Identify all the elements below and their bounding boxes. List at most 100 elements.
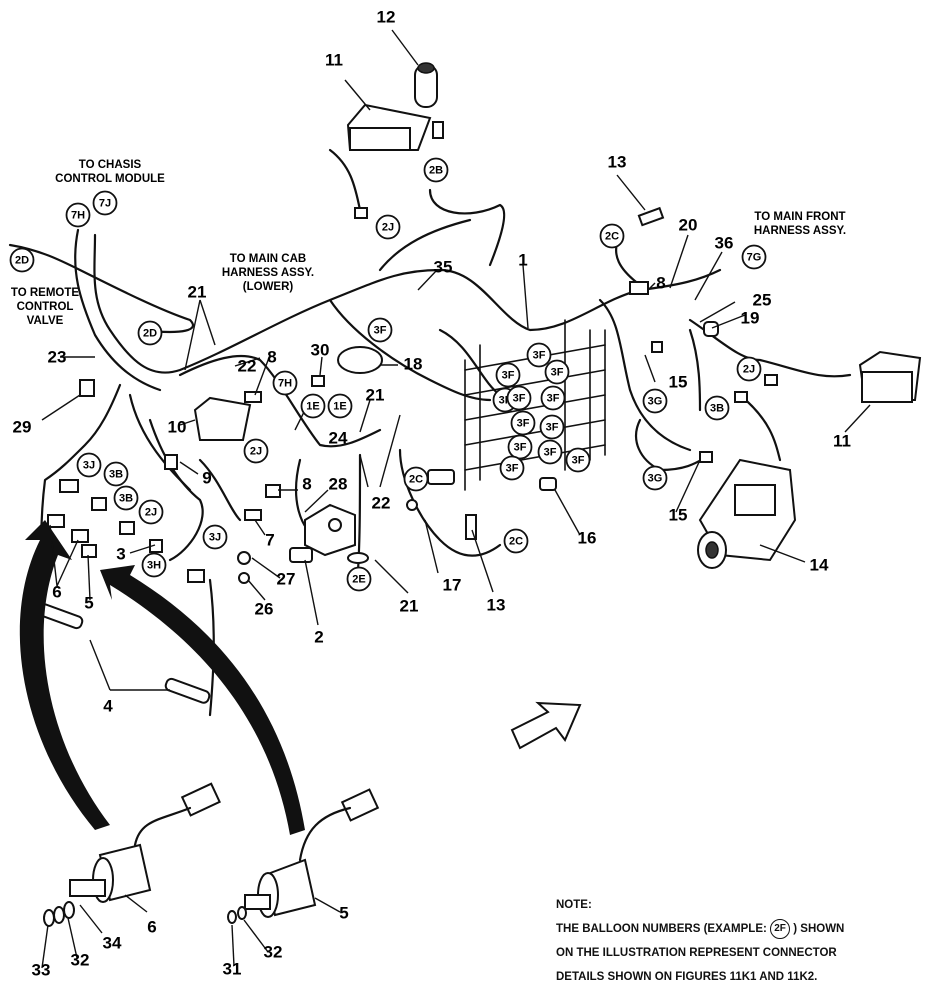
svg-text:2C: 2C — [409, 474, 423, 486]
svg-text:3B: 3B — [119, 493, 133, 505]
connector-balloon-3b-right: 3B — [704, 395, 730, 421]
connector-balloon-3f-8: 3F — [510, 410, 536, 436]
label-remote-1: TO REMOTE — [11, 287, 79, 299]
svg-text:3F: 3F — [513, 393, 526, 405]
sensor-18 — [337, 346, 398, 374]
label-cab-2: HARNESS ASSY. — [222, 267, 314, 279]
connector-balloon-3f-10: 3F — [507, 434, 533, 460]
callout-1: 1 — [518, 251, 527, 270]
callout-17: 17 — [443, 576, 462, 595]
connector-balloon-2c-top: 2C — [599, 223, 625, 249]
connector-balloon-3f-1: 3F — [367, 317, 393, 343]
callout-36: 36 — [715, 234, 734, 253]
callout-15-b: 15 — [669, 506, 688, 525]
inline-connectors-4 — [37, 603, 211, 704]
connector-balloon-7g: 7G — [741, 244, 767, 270]
callout-15-a: 15 — [669, 373, 688, 392]
connector-balloon-2j-top: 2J — [375, 214, 401, 240]
connectors-misc — [47, 206, 778, 584]
callout-19: 19 — [741, 309, 760, 328]
callout-31: 31 — [223, 960, 242, 979]
connector-balloon-3f-4: 3F — [544, 359, 570, 385]
svg-text:1E: 1E — [306, 401, 319, 413]
callout-27: 27 — [277, 570, 296, 589]
connector-balloon-1e-b: 1E — [327, 393, 353, 419]
bracket-28 — [304, 503, 356, 557]
svg-text:3F: 3F — [544, 447, 557, 459]
callout-6-low: 6 — [147, 918, 156, 937]
svg-text:2D: 2D — [15, 255, 29, 267]
connector-balloon-7h-top: 7H — [65, 202, 91, 228]
callout-6-left: 6 — [52, 583, 61, 602]
connector-balloon-3f-7: 3F — [540, 385, 566, 411]
label-chassis-1: TO CHASIS — [79, 159, 142, 171]
svg-text:7G: 7G — [747, 252, 762, 264]
callout-30: 30 — [311, 341, 330, 360]
svg-text:3F: 3F — [517, 418, 530, 430]
region-labels: TO CHASIS CONTROL MODULE TO REMOTE CONTR… — [11, 159, 846, 327]
connector-balloon-3f-12: 3F — [499, 455, 525, 481]
callout-34: 34 — [103, 934, 122, 953]
callout-21-low: 21 — [400, 597, 419, 616]
callout-26: 26 — [255, 600, 274, 619]
svg-text:3F: 3F — [551, 367, 564, 379]
connector-balloon-3f-2: 3F — [526, 342, 552, 368]
callout-16: 16 — [578, 529, 597, 548]
svg-text:3F: 3F — [506, 463, 519, 475]
connector-balloon-2c-low: 2C — [503, 528, 529, 554]
valve-14 — [697, 458, 806, 569]
label-cab-3: (LOWER) — [243, 281, 294, 293]
callout-23: 23 — [48, 348, 67, 367]
module-11-top — [344, 79, 432, 151]
connector-balloon-3j-mid: 3J — [202, 524, 228, 550]
solenoid-6 — [69, 782, 221, 903]
module-11-right — [844, 350, 922, 433]
svg-text:7H: 7H — [71, 210, 85, 222]
callout-5-low: 5 — [339, 904, 348, 923]
callout-13-top: 13 — [608, 153, 627, 172]
note-block: NOTE: THE BALLOON NUMBERS (EXAMPLE: 2F )… — [556, 893, 916, 989]
note-line-1-post: ) SHOWN — [793, 923, 845, 935]
connector-balloon-3j-left: 3J — [76, 452, 102, 478]
connector-balloon-2b: 2B — [423, 157, 449, 183]
callout-7: 7 — [265, 531, 274, 550]
svg-text:2J: 2J — [382, 222, 394, 234]
callout-22-left: 22 — [238, 357, 257, 376]
svg-text:2C: 2C — [509, 536, 523, 548]
connector-balloon-3f-6: 3F — [506, 385, 532, 411]
label-front-1: TO MAIN FRONT — [754, 211, 845, 223]
callout-21-mid: 21 — [366, 386, 385, 405]
connector-balloon-3b-a: 3B — [103, 461, 129, 487]
callout-11-right: 11 — [833, 432, 851, 451]
label-remote-2: CONTROL — [17, 301, 74, 313]
connector-balloon-2j-right: 2J — [736, 356, 762, 382]
leader-lines — [41, 174, 746, 969]
connector-balloon-2j-mid: 2J — [243, 438, 269, 464]
callout-8-mid: 8 — [302, 475, 311, 494]
connector-balloon-3g-b: 3G — [642, 465, 668, 491]
note-line-2: ON THE ILLUSTRATION REPRESENT CONNECTOR — [556, 947, 837, 959]
note-line-3: DETAILS SHOWN ON FIGURES 11K1 AND 11K2. — [556, 971, 818, 983]
callout-33: 33 — [32, 961, 51, 980]
connector-balloon-3f-11: 3F — [537, 439, 563, 465]
svg-text:3B: 3B — [109, 469, 123, 481]
svg-text:2J: 2J — [145, 507, 157, 519]
svg-text:2B: 2B — [429, 165, 443, 177]
svg-text:3F: 3F — [572, 455, 585, 467]
callout-28: 28 — [329, 475, 348, 494]
callout-8-left: 8 — [267, 348, 276, 367]
svg-text:2D: 2D — [143, 328, 157, 340]
example-balloon: 2F — [770, 918, 791, 939]
connector-balloon-2j-left: 2J — [138, 499, 164, 525]
svg-text:3F: 3F — [502, 370, 515, 382]
svg-text:3F: 3F — [514, 442, 527, 454]
note-title: NOTE: — [556, 899, 592, 911]
connector-balloon-2c-mid: 2C — [403, 466, 429, 492]
detail-arrows — [19, 520, 305, 835]
label-chassis-2: CONTROL MODULE — [55, 173, 165, 185]
relay-10 — [179, 396, 252, 441]
connector-balloon-3f-9: 3F — [539, 414, 565, 440]
